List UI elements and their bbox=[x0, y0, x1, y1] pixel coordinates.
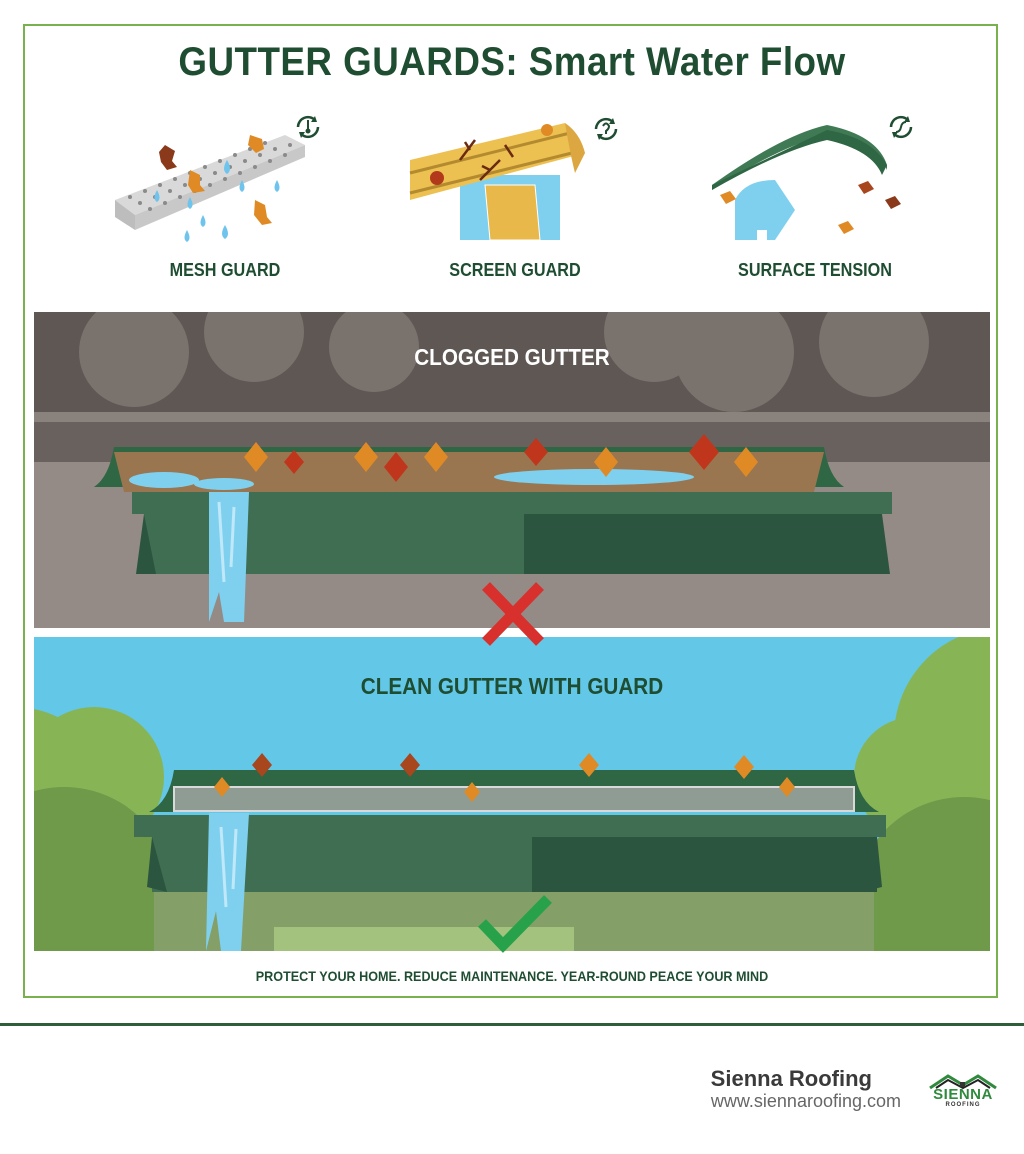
page-title: GUTTER GUARDS: Smart Water Flow bbox=[178, 40, 846, 84]
sienna-roofing-logo: SIENNA ROOFING bbox=[926, 1072, 1000, 1112]
cycle-key-icon bbox=[296, 115, 320, 139]
brand-name: Sienna Roofing bbox=[710, 1066, 872, 1091]
green-check-icon bbox=[478, 895, 552, 953]
logo-subtext: ROOFING bbox=[945, 1102, 981, 1108]
mesh-guard-illustration bbox=[115, 135, 305, 242]
surface-tension-label: SURFACE TENSION bbox=[738, 260, 892, 280]
surface-tension-illustration bbox=[712, 125, 901, 240]
mesh-guard-label: MESH GUARD bbox=[169, 260, 281, 280]
red-x-icon bbox=[482, 582, 544, 646]
surface-tension-card: SURFACE TENSION bbox=[690, 105, 940, 295]
clogged-gutter-scene bbox=[34, 312, 990, 628]
clogged-gutter-heading: CLOGGED GUTTER bbox=[414, 344, 610, 370]
mesh-guard-card: MESH GUARD bbox=[100, 105, 350, 295]
screen-guard-illustration bbox=[409, 123, 585, 241]
footer-divider bbox=[0, 1023, 1024, 1026]
tagline: PROTECT YOUR HOME. REDUCE MAINTENANCE. Y… bbox=[255, 968, 769, 984]
roof-icon bbox=[929, 1074, 997, 1090]
brand-url[interactable]: www.siennaroofing.com bbox=[710, 1091, 901, 1111]
screen-guard-card: SCREEN GUARD bbox=[390, 105, 640, 295]
screen-guard-label: SCREEN GUARD bbox=[449, 260, 581, 280]
clogged-gutter-panel: CLOGGED GUTTER bbox=[34, 312, 990, 628]
cycle-question-icon bbox=[594, 117, 618, 141]
cycle-flow-icon bbox=[889, 115, 913, 139]
logo-text: SIENNA bbox=[933, 1086, 993, 1103]
clean-gutter-heading: CLEAN GUTTER WITH GUARD bbox=[360, 673, 664, 699]
